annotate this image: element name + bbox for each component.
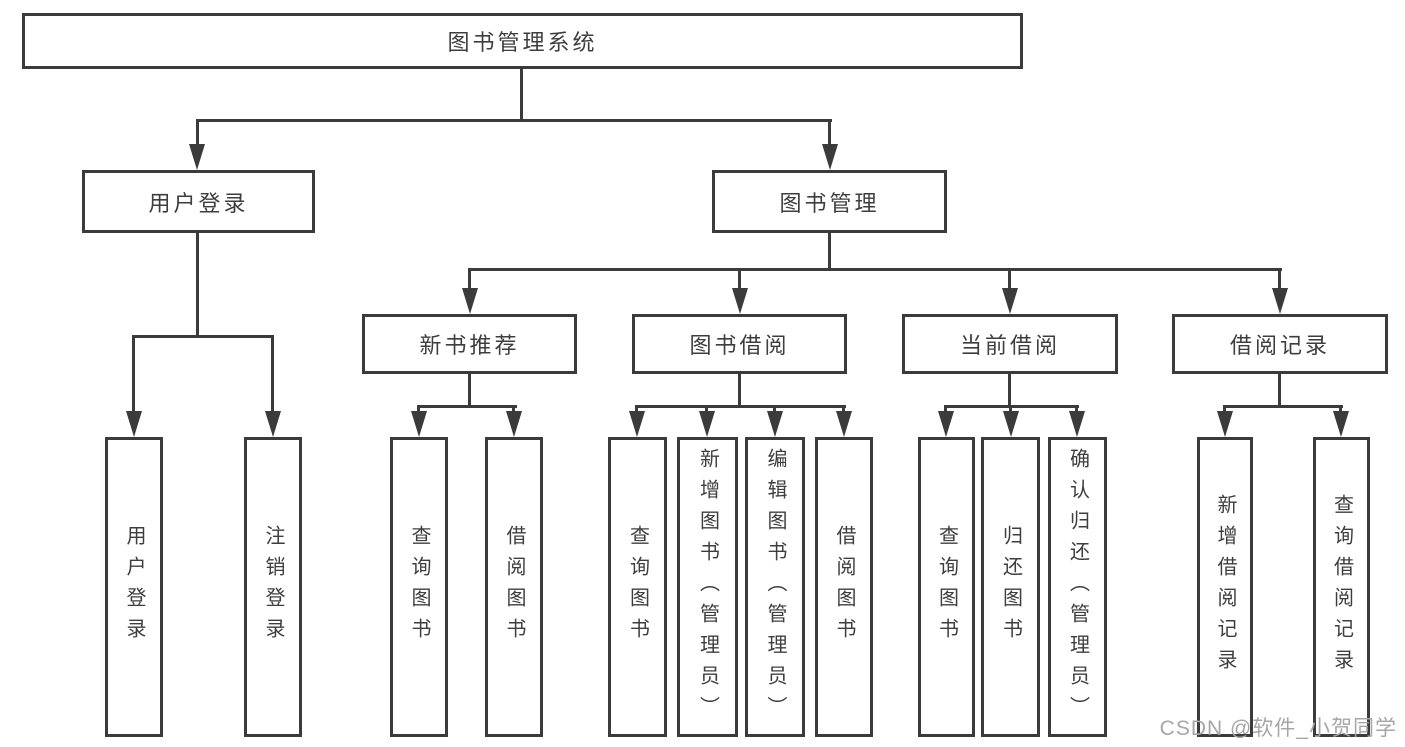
edge-arrowhead-down-icon — [411, 411, 427, 437]
edge-line — [1008, 268, 1011, 292]
edge-arrowhead-down-icon — [126, 411, 142, 437]
edge-arrowhead-down-icon — [767, 411, 783, 437]
leaf-borrow-books-borrowing: 借阅图书 — [815, 437, 873, 737]
edge-arrowhead-down-icon — [822, 144, 838, 170]
edge-line — [1008, 374, 1011, 407]
leaf-label: 注销登录 — [262, 525, 284, 649]
leaf-query-borrow-record: 查询借阅记录 — [1313, 437, 1370, 737]
edge-line — [132, 335, 274, 338]
node-label: 借阅记录 — [1229, 333, 1330, 358]
edge-arrowhead-down-icon — [938, 411, 954, 437]
watermark: CSDN @软件_小贺同学 — [1159, 717, 1397, 740]
edge-arrowhead-down-icon — [836, 411, 852, 437]
leaf-edit-book-admin: 编辑图书（管理员） — [745, 437, 805, 737]
edge-line — [828, 119, 831, 151]
leaf-label: 查询图书 — [408, 525, 430, 649]
edge-arrowhead-down-icon — [1003, 411, 1019, 437]
leaf-logout: 注销登录 — [244, 437, 302, 737]
edge-arrowhead-down-icon — [1272, 288, 1288, 314]
edge-line — [468, 268, 1282, 271]
edge-arrowhead-down-icon — [189, 144, 205, 170]
node-book-borrowing: 图书借阅 — [632, 314, 847, 374]
edge-arrowhead-down-icon — [1333, 411, 1349, 437]
edge-line — [196, 233, 199, 337]
edge-arrowhead-down-icon — [265, 411, 281, 437]
leaf-label: 归还图书 — [999, 525, 1022, 649]
leaf-label: 确认归还（管理员） — [1066, 447, 1089, 727]
leaf-label: 借阅图书 — [503, 525, 525, 649]
leaf-label: 查询借阅记录 — [1330, 494, 1353, 680]
edge-arrowhead-down-icon — [732, 288, 748, 314]
leaf-query-books-recommend: 查询图书 — [390, 437, 448, 737]
edge-line — [132, 335, 135, 415]
edge-line — [196, 119, 199, 151]
leaf-query-books-borrowing: 查询图书 — [608, 437, 667, 737]
edge-line — [468, 268, 471, 292]
node-library-management-system: 图书管理系统 — [22, 13, 1023, 69]
edge-line — [738, 374, 741, 407]
edge-line — [417, 405, 517, 408]
edge-arrowhead-down-icon — [699, 411, 715, 437]
edge-line — [828, 233, 831, 271]
leaf-add-borrow-record: 新增借阅记录 — [1197, 437, 1253, 737]
edge-line — [1223, 405, 1343, 408]
edge-line — [468, 374, 471, 407]
node-label: 图书管理系统 — [447, 30, 598, 55]
leaf-borrow-books-recommend: 借阅图书 — [485, 437, 543, 737]
edge-arrowhead-down-icon — [1069, 411, 1085, 437]
node-user-login: 用户登录 — [82, 170, 315, 233]
leaf-add-book-admin: 新增图书（管理员） — [677, 437, 738, 737]
node-label: 图书借阅 — [689, 333, 790, 358]
edge-line — [635, 405, 846, 408]
leaf-label: 用户登录 — [123, 525, 145, 649]
edge-line — [1278, 268, 1281, 292]
leaf-return-books: 归还图书 — [981, 437, 1040, 737]
edge-line — [1278, 374, 1281, 407]
edge-arrowhead-down-icon — [462, 288, 478, 314]
leaf-query-books-current: 查询图书 — [918, 437, 975, 737]
leaf-label: 新增图书（管理员） — [696, 447, 719, 727]
edge-arrowhead-down-icon — [1002, 288, 1018, 314]
edge-arrowhead-down-icon — [629, 411, 645, 437]
leaf-label: 新增借阅记录 — [1214, 494, 1236, 680]
edge-line — [271, 335, 274, 415]
node-book-management: 图书管理 — [712, 170, 947, 233]
edge-line — [738, 268, 741, 292]
leaf-label: 查询图书 — [626, 525, 649, 649]
node-current-borrowing: 当前借阅 — [902, 314, 1118, 374]
leaf-confirm-return-admin: 确认归还（管理员） — [1048, 437, 1107, 737]
edge-line — [520, 69, 523, 122]
node-label: 当前借阅 — [959, 333, 1060, 358]
node-label: 图书管理 — [779, 190, 880, 216]
node-new-book-recommendation: 新书推荐 — [362, 314, 577, 374]
edge-line — [196, 119, 832, 122]
leaf-label: 编辑图书（管理员） — [764, 447, 786, 727]
leaf-user-login: 用户登录 — [105, 437, 163, 737]
leaf-label: 借阅图书 — [833, 525, 855, 649]
edge-arrowhead-down-icon — [1217, 411, 1233, 437]
edge-arrowhead-down-icon — [506, 411, 522, 437]
leaf-label: 查询图书 — [935, 525, 958, 649]
node-label: 新书推荐 — [419, 333, 520, 358]
node-borrowing-records: 借阅记录 — [1172, 314, 1388, 374]
node-label: 用户登录 — [148, 190, 249, 216]
